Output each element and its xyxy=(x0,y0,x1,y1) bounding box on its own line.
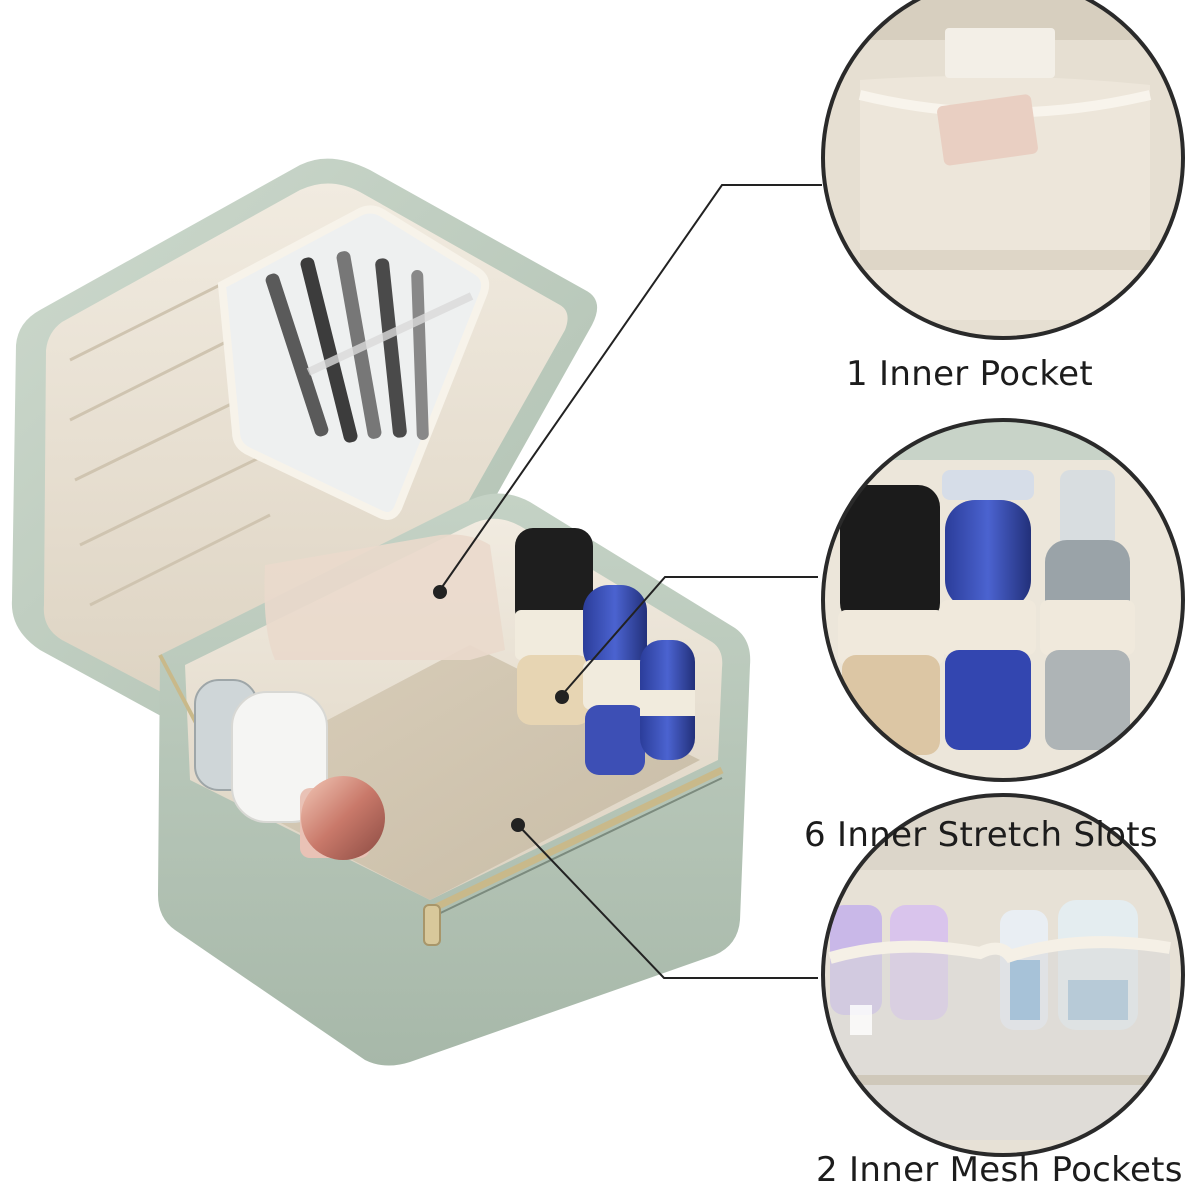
callout-line-2 xyxy=(561,576,818,696)
callout-line-3 xyxy=(517,824,818,979)
caption-stretch-slots: 6 Inner Stretch Slots xyxy=(804,815,1158,855)
caption-mesh-pockets: 2 Inner Mesh Pockets xyxy=(816,1150,1183,1190)
zipper-pull xyxy=(423,904,441,946)
products xyxy=(194,528,695,860)
brushes xyxy=(265,251,474,443)
brush-slots xyxy=(69,268,271,607)
inner-pocket xyxy=(264,534,505,660)
front-zipper xyxy=(428,766,724,914)
detail-circle-inner-pocket xyxy=(821,0,1185,340)
makeup-bag xyxy=(11,158,751,1066)
callout-line-1 xyxy=(439,184,822,591)
detail-circle-stretch-slots xyxy=(821,418,1185,782)
caption-inner-pocket: 1 Inner Pocket xyxy=(846,354,1093,394)
callout-lines xyxy=(433,184,822,979)
